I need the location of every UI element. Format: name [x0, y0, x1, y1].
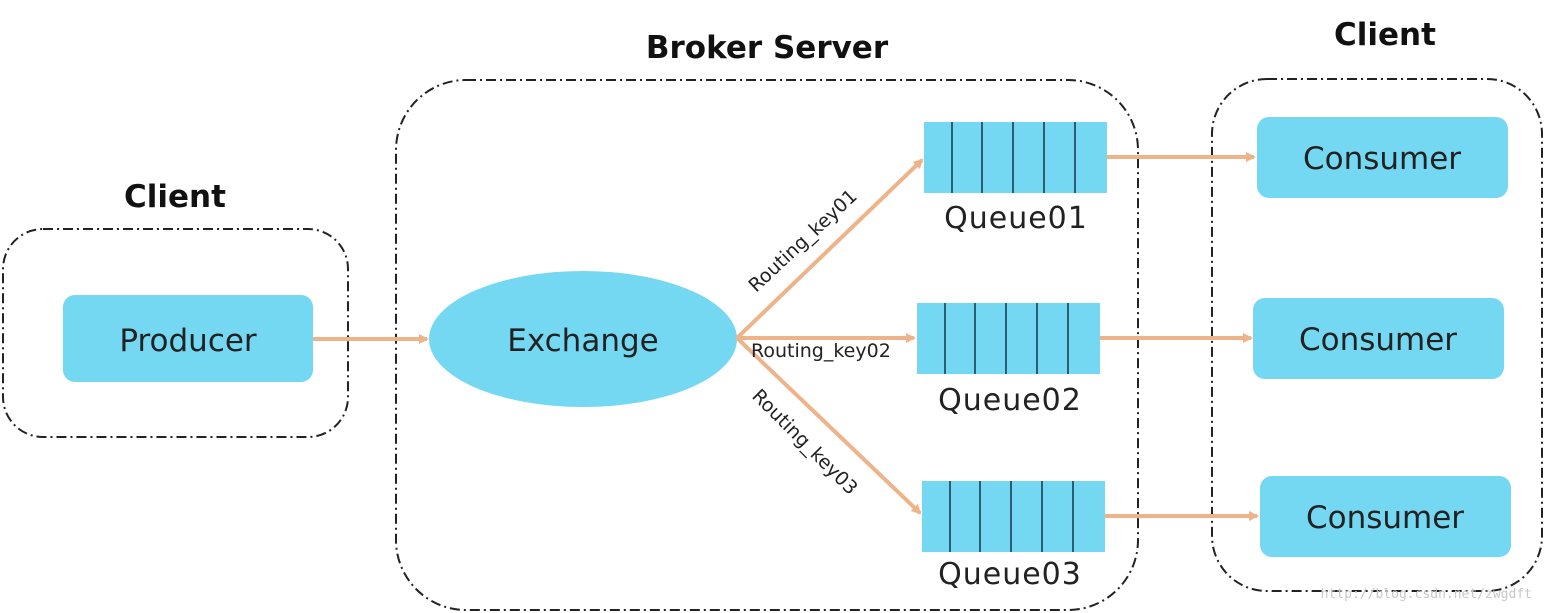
broker-server-group — [395, 79, 1139, 611]
consumer2-node[interactable] — [1253, 298, 1504, 379]
queue02-label: Queue02 — [938, 383, 1082, 418]
consumer3-node[interactable] — [1260, 476, 1511, 557]
producer-label: Producer — [119, 323, 257, 359]
consumer2-label: Consumer — [1299, 322, 1457, 358]
queue03-node[interactable] — [922, 481, 1105, 552]
consumer-client-title: Client — [1334, 17, 1436, 53]
routing-key02-label: Routing_key02 — [751, 340, 891, 362]
exchange-to-queue03-arrow — [735, 336, 922, 515]
watermark-text: http://blog.csdn.net/zwgdft — [1321, 587, 1532, 602]
producer-client-title: Client — [124, 179, 226, 215]
producer-node[interactable] — [63, 295, 313, 382]
exchange-label: Exchange — [507, 323, 658, 359]
exchange-to-queue01-arrow — [735, 158, 924, 340]
routing-key01-label: Routing_key01 — [744, 185, 861, 296]
queue01-node[interactable] — [924, 122, 1107, 193]
consumer-client-group — [1211, 78, 1543, 592]
queue03-label: Queue03 — [938, 557, 1082, 592]
consumer1-label: Consumer — [1303, 141, 1461, 177]
consumer3-label: Consumer — [1306, 500, 1464, 536]
queue01-label: Queue01 — [944, 201, 1088, 236]
broker-server-title: Broker Server — [646, 30, 889, 66]
consumer1-node[interactable] — [1257, 117, 1508, 198]
exchange-node[interactable] — [429, 271, 737, 407]
queue02-node[interactable] — [917, 303, 1100, 374]
